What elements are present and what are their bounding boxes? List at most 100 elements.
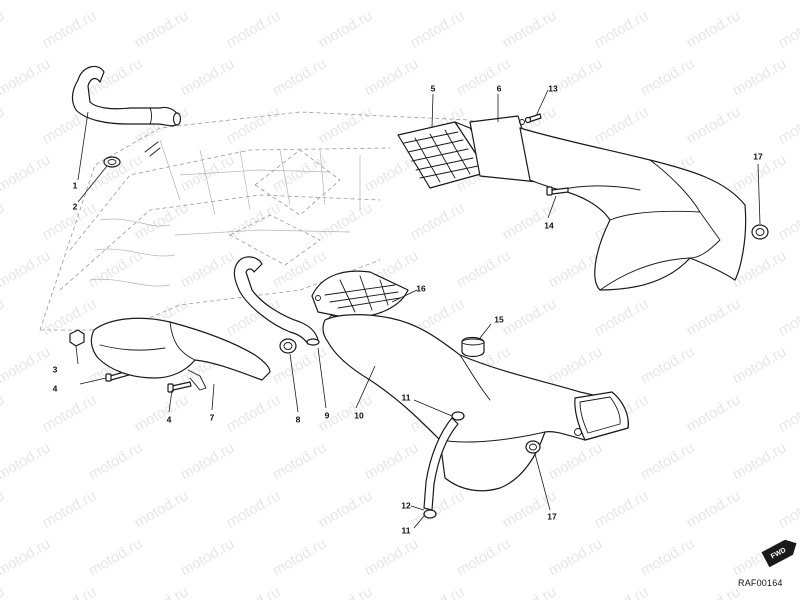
callout-11b: 11 [402,525,411,535]
watermark-text: motod.ru [592,7,652,51]
watermark-text: motod.ru [0,199,7,243]
watermark-text: motod.ru [592,487,652,531]
watermark-text: motod.ru [592,583,652,600]
grommet-upper [751,224,769,240]
watermark-text: motod.ru [362,55,422,99]
callout-15: 15 [494,314,504,324]
callout-6: 6 [497,83,502,93]
watermark-text: motod.ru [316,199,376,243]
watermark-text: motod.ru [776,7,800,51]
watermark-text: motod.ru [684,583,744,600]
watermark-text: motod.ru [40,583,100,600]
callout-3: 3 [53,364,58,374]
watermark-text: motod.ru [270,55,330,99]
watermark-text: motod.ru [86,247,146,291]
watermark-text: motod.ru [684,391,744,435]
watermark-text: motod.ru [638,343,698,387]
watermark-text: motod.ru [638,439,698,483]
callout-12: 12 [401,500,411,510]
diagram-reference-code: RAF00164 [738,578,783,588]
callout-8: 8 [296,414,301,424]
watermark-text: motod.ru [0,103,7,147]
watermark-text: motod.ru [40,487,100,531]
watermark-text: motod.ru [638,0,698,3]
watermark-text: motod.ru [0,0,53,3]
callout-10: 10 [354,410,364,420]
callout-17b: 17 [547,511,557,521]
watermark-text: motod.ru [454,247,514,291]
watermark-text: motod.ru [0,439,53,483]
callout-16: 16 [416,283,426,293]
watermark-text: motod.ru [270,0,330,3]
callout-2: 2 [73,201,78,211]
watermark-text: motod.ru [0,487,7,531]
watermark-text: motod.ru [224,391,284,435]
watermark-text: motod.ru [0,535,53,579]
callout-13: 13 [548,83,558,93]
air-duct-left [90,317,271,391]
watermark-text: motod.ru [132,391,192,435]
watermark-text: motod.ru [224,7,284,51]
breather-hose-middle [233,256,320,346]
watermark-text: motod.ru [86,0,146,3]
watermark-text: motod.ru [224,487,284,531]
watermark-text: motod.ru [500,7,560,51]
watermark-text: motod.ru [178,247,238,291]
watermark-text: motod.ru [684,103,744,147]
bolt-4b [167,381,192,393]
watermark-text: motod.ru [776,391,800,435]
watermark-text: motod.ru [362,535,422,579]
watermark-text: motod.ru [40,199,100,243]
intake-grille-center [311,270,409,321]
watermark-text: motod.ru [592,295,652,339]
callout-9: 9 [325,410,330,420]
watermark-text: motod.ru [0,7,7,51]
air-duct-right [519,127,747,291]
clamp-11-upper [451,411,465,421]
watermark-text: motod.ru [638,535,698,579]
watermark-text: motod.ru [270,151,330,195]
watermark-text: motod.ru [316,103,376,147]
watermark-text: motod.ru [408,583,468,600]
watermark-text: motod.ru [0,295,7,339]
bolt-14 [546,186,569,196]
watermark-text: motod.ru [730,55,790,99]
watermark-text: motod.ru [224,583,284,600]
watermark-text: motod.ru [500,487,560,531]
watermark-text: motod.ru [40,295,100,339]
watermark-text: motod.ru [684,295,744,339]
small-screw [144,141,161,157]
fwd-direction-badge: FWD [761,539,797,568]
callout-7: 7 [210,412,215,422]
watermark-text: motod.ru [776,103,800,147]
watermark-text: motod.ru [776,295,800,339]
callout-17a: 17 [753,151,763,161]
callout-14: 14 [544,220,554,230]
watermark-text: motod.ru [40,391,100,435]
watermark-text: motod.ru [224,199,284,243]
watermark-text: motod.ru [270,439,330,483]
watermark-text: motod.ru [730,0,790,3]
watermark-text: motod.ru [0,583,7,600]
watermark-text: motod.ru [178,55,238,99]
watermark-text: motod.ru [132,583,192,600]
watermark-text: motod.ru [546,0,606,3]
watermark-text: motod.ru [178,535,238,579]
hose-clamp [103,156,121,168]
watermark-text: motod.ru [684,7,744,51]
watermark-text: motod.ru [500,295,560,339]
nut-3 [69,329,85,347]
cap-15 [461,336,485,358]
watermark-text: motod.ru [316,583,376,600]
watermark-text: motod.ru [730,439,790,483]
watermark-text: motod.ru [362,0,422,3]
watermark-text: motod.ru [132,487,192,531]
watermark-text: motod.ru [0,55,53,99]
watermark-text: motod.ru [178,0,238,3]
watermark-text: motod.ru [0,391,7,435]
watermark-text: motod.ru [408,199,468,243]
callout-11a: 11 [402,392,411,402]
watermark-text: motod.ru [684,487,744,531]
